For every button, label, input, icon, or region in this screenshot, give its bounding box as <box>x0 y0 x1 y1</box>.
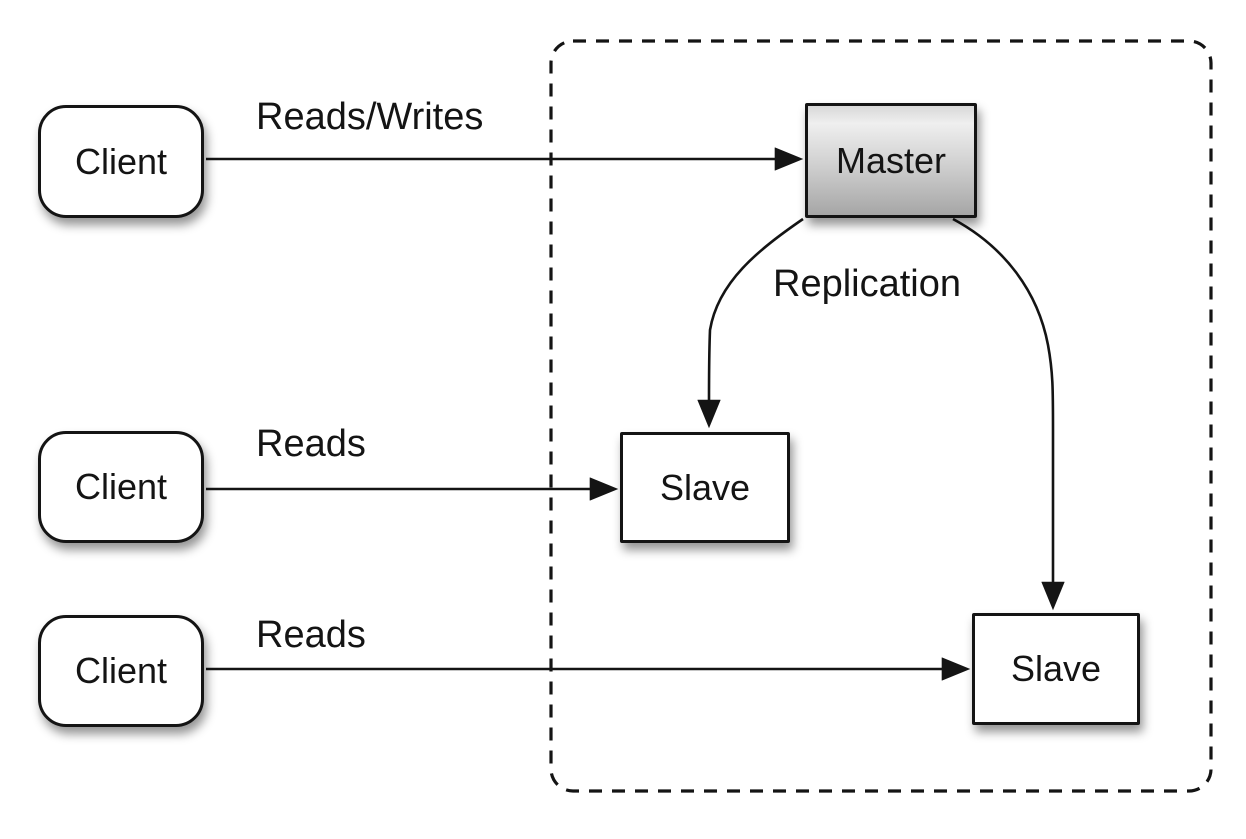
edge-label-reads-bottom: Reads <box>256 614 366 656</box>
server-group-boundary <box>549 39 1213 793</box>
node-client-top-label: Client <box>74 140 168 182</box>
node-client-bottom-label: Client <box>74 650 168 691</box>
edge-label-replication: Replication <box>773 263 961 305</box>
node-client-middle: Client <box>38 431 204 543</box>
node-client-bottom: Client <box>38 615 204 727</box>
edge-label-reads-writes: Reads/Writes <box>256 96 484 138</box>
arrow-replication-right <box>952 217 1065 611</box>
edge-label-reads-middle: Reads <box>256 423 366 465</box>
arrow-replication-left <box>697 217 804 429</box>
node-slave-left: Slave <box>620 432 790 543</box>
node-slave-right: Slave <box>972 613 1140 725</box>
node-slave-left-label: Slave <box>659 466 751 508</box>
node-master-label: Master <box>835 139 947 181</box>
node-master: Master <box>805 103 977 218</box>
node-slave-right-label: Slave <box>1010 648 1102 689</box>
node-client-middle-label: Client <box>74 466 168 507</box>
node-client-top: Client <box>38 105 204 218</box>
